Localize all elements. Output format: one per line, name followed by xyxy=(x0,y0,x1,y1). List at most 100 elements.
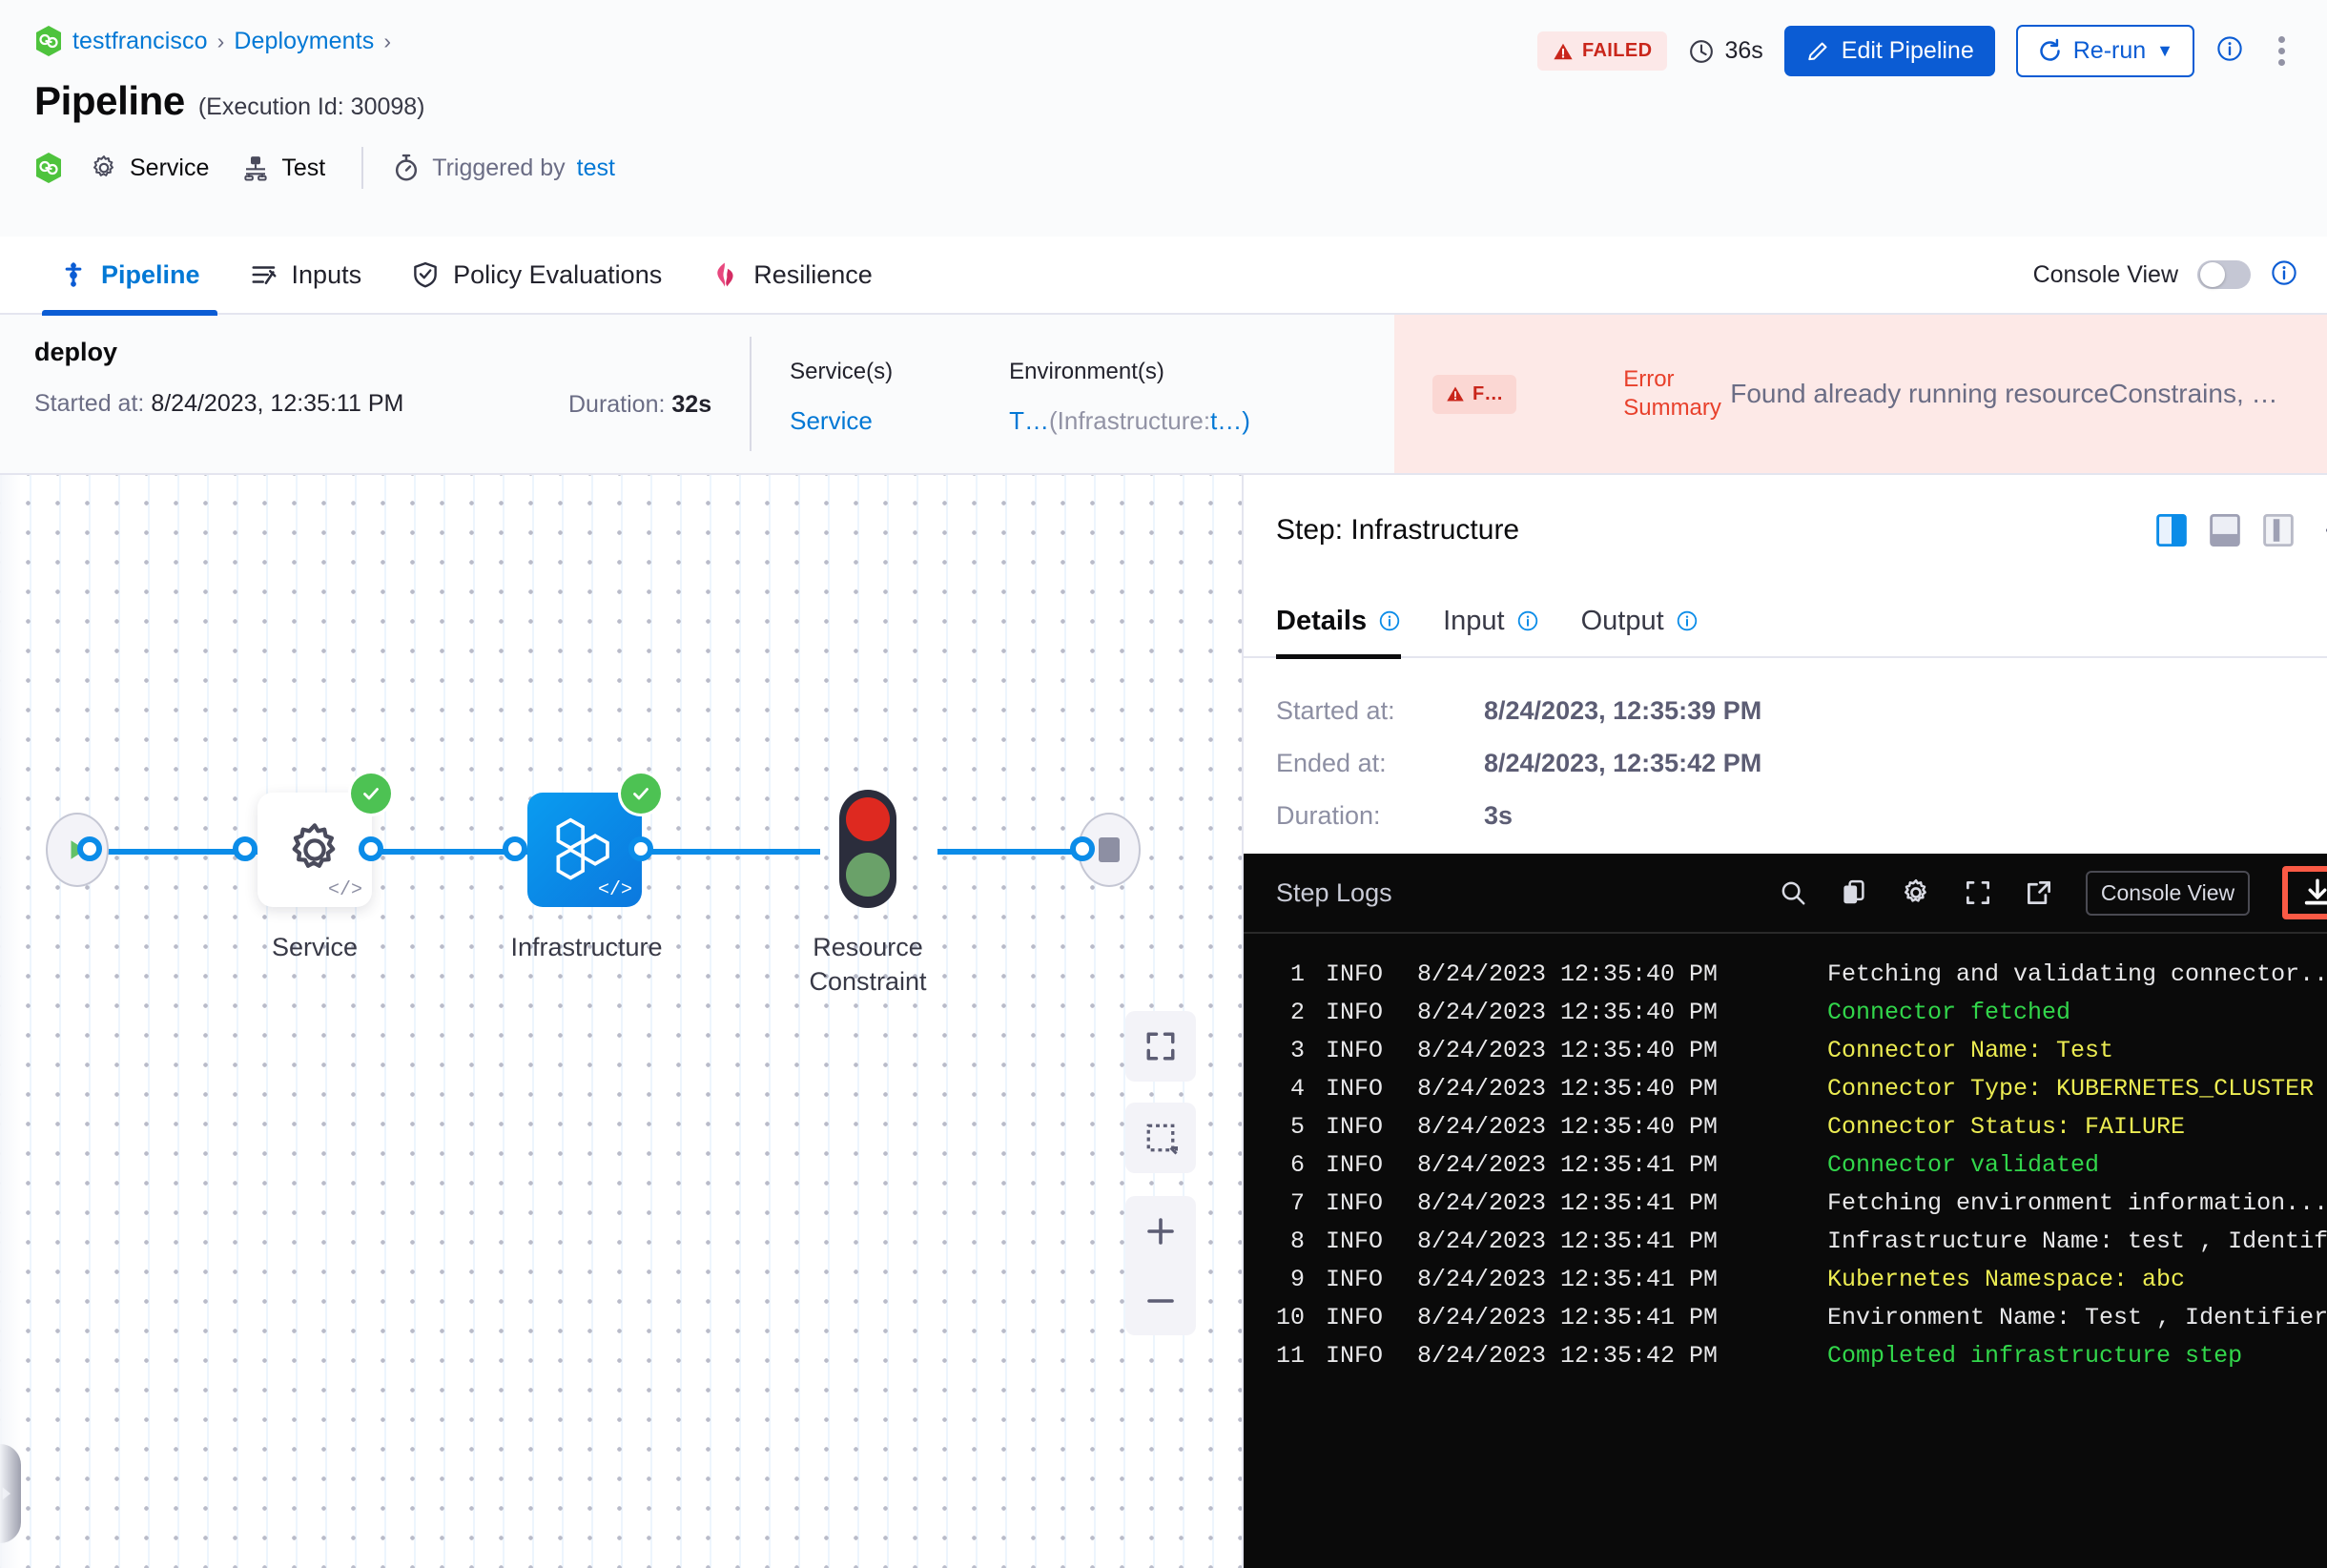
rerun-caret-icon: ▼ xyxy=(2156,41,2173,60)
breadcrumb-item-account[interactable]: testfrancisco xyxy=(72,27,208,54)
log-message: Infrastructure Name: test , Identifier: xyxy=(1827,1227,2327,1255)
step-tab-output[interactable]: Output xyxy=(1581,585,1699,657)
port-service-out xyxy=(359,836,383,861)
main-area: </> Service </> xyxy=(0,475,2327,1568)
stage-error-badge: F… xyxy=(1432,374,1517,414)
log-line-number: 2 xyxy=(1289,998,1305,1026)
zoom-out-button[interactable] xyxy=(1125,1266,1196,1335)
panel-right-icon[interactable] xyxy=(2156,514,2187,547)
info-icon[interactable] xyxy=(1516,609,1539,632)
selection-box-button[interactable] xyxy=(1125,1103,1196,1173)
canvas-node-service[interactable]: </> xyxy=(257,774,391,907)
step-tab-details[interactable]: Details xyxy=(1276,585,1402,659)
download-logs-button[interactable] xyxy=(2282,866,2327,919)
detail-row: Ended at: 8/24/2023, 12:35:42 PM xyxy=(1276,749,2327,778)
title-row: Pipeline (Execution Id: 30098) xyxy=(34,78,2293,124)
environments-value[interactable]: T…(Infrastructure:t…) xyxy=(1009,406,1250,436)
step-logs-toolbar-icons: Console View xyxy=(1779,866,2327,919)
rerun-label: Re-run xyxy=(2072,37,2147,64)
pipeline-canvas[interactable]: </> Service </> xyxy=(0,475,1242,1568)
panel-bottom-icon[interactable] xyxy=(2210,514,2240,547)
canvas-node-resource-constraint-label: Resource Constraint xyxy=(809,933,927,996)
console-view-switch[interactable] xyxy=(2197,260,2251,289)
info-icon[interactable] xyxy=(1378,609,1401,632)
service-status-success-icon xyxy=(351,774,391,814)
traffic-light-green-lamp xyxy=(846,853,890,897)
triggered-by-user[interactable]: test xyxy=(576,154,615,181)
services-value[interactable]: Service xyxy=(790,406,873,435)
step-details-list: Started at: 8/24/2023, 12:35:39 PM Ended… xyxy=(1244,658,2327,854)
step-panel-title: Step: Infrastructure xyxy=(1276,514,1520,546)
breadcrumb: testfrancisco › Deployments › xyxy=(34,25,2293,57)
page-title: Pipeline xyxy=(34,78,185,123)
log-line-number: 4 xyxy=(1289,1074,1305,1103)
tab-resilience[interactable]: Resilience xyxy=(687,236,897,314)
tab-pipeline-label: Pipeline xyxy=(101,259,200,289)
log-line: 1 INFO 8/24/2023 12:35:40 PM Fetching an… xyxy=(1244,955,2327,993)
edit-pipeline-label: Edit Pipeline xyxy=(1841,37,1974,64)
canvas-node-resource-constraint[interactable] xyxy=(839,790,896,908)
log-line: 9 INFO 8/24/2023 12:35:41 PM Kubernetes … xyxy=(1244,1260,2327,1298)
log-level: INFO xyxy=(1326,1150,1384,1179)
harness-logo-icon xyxy=(36,26,61,56)
traffic-light-red-lamp xyxy=(846,797,890,841)
port-infrastructure-in xyxy=(503,836,527,861)
fullscreen-icon[interactable] xyxy=(1964,878,1992,907)
meta-service[interactable]: Service xyxy=(90,154,209,182)
tab-inputs[interactable]: Inputs xyxy=(225,236,387,314)
meta-environment[interactable]: Test xyxy=(241,154,325,182)
stage-duration: Duration: 32s xyxy=(568,391,711,450)
logs-console-view-button[interactable]: Console View xyxy=(2085,870,2251,916)
canvas-node-infrastructure[interactable]: </> xyxy=(527,774,661,907)
console-view-info-icon[interactable] xyxy=(2270,258,2298,292)
dashed-select-icon xyxy=(1146,1124,1178,1155)
rerun-info-icon[interactable] xyxy=(2215,34,2244,68)
fit-to-screen-button[interactable] xyxy=(1125,1011,1196,1082)
tab-pipeline[interactable]: Pipeline xyxy=(34,236,225,316)
stage-summary-bar: deploy Started at: 8/24/2023, 12:35:11 P… xyxy=(0,315,2327,475)
page-header: testfrancisco › Deployments › Pipeline (… xyxy=(0,0,2327,237)
log-level: INFO xyxy=(1326,1188,1384,1217)
port-service-in xyxy=(233,836,257,861)
breadcrumb-item-deployments[interactable]: Deployments xyxy=(234,27,375,54)
detail-value: 8/24/2023, 12:35:39 PM xyxy=(1484,696,1762,725)
search-icon[interactable] xyxy=(1779,878,1807,907)
step-detail-panel: Step: Infrastructure xyxy=(1242,475,2327,1568)
minus-icon xyxy=(1147,1298,1174,1303)
breadcrumb-separator: › xyxy=(216,28,225,53)
step-tab-details-label: Details xyxy=(1276,605,1368,636)
info-icon[interactable] xyxy=(1676,609,1699,632)
warning-triangle-icon xyxy=(1554,43,1573,59)
port-infrastructure-out xyxy=(628,836,653,861)
log-line-number: 3 xyxy=(1289,1036,1305,1064)
log-level: INFO xyxy=(1326,1265,1384,1293)
step-logs-panel: Step Logs xyxy=(1244,854,2327,1568)
panel-full-icon[interactable] xyxy=(2263,514,2294,547)
stage-started-label: Started at: xyxy=(34,390,145,417)
more-options-button[interactable] xyxy=(2265,31,2298,72)
collapse-sidebar-handle[interactable] xyxy=(0,1444,21,1543)
environments-label: Environment(s) xyxy=(1009,359,1164,384)
status-badge: FAILED xyxy=(1536,31,1668,71)
step-logs-body[interactable]: 1 INFO 8/24/2023 12:35:40 PM Fetching an… xyxy=(1244,934,2327,1568)
step-tab-input[interactable]: Input xyxy=(1443,585,1539,657)
open-external-icon[interactable] xyxy=(2025,878,2053,907)
tab-policy-evaluations-label: Policy Evaluations xyxy=(453,259,663,289)
header-actions: FAILED 36s Edit Pipeline xyxy=(1536,25,2298,77)
rerun-button[interactable]: Re-run ▼ xyxy=(2015,25,2194,77)
copy-icon[interactable] xyxy=(1840,878,1868,907)
tab-policy-evaluations[interactable]: Policy Evaluations xyxy=(386,236,687,314)
zoom-in-button[interactable] xyxy=(1125,1196,1196,1266)
edge-resource-end xyxy=(937,849,1100,855)
stage-error-summary: F… Error Summary Found already running r… xyxy=(1394,315,2327,473)
log-timestamp: 8/24/2023 12:35:41 PM xyxy=(1417,1227,1719,1255)
breadcrumb-separator-2: › xyxy=(383,28,391,53)
edit-pipeline-button[interactable]: Edit Pipeline xyxy=(1783,26,1995,76)
gear-icon xyxy=(93,155,113,176)
environments-value-prefix: T… xyxy=(1009,406,1050,435)
resilience-icon xyxy=(717,262,733,287)
meta-service-label: Service xyxy=(130,154,210,181)
log-message: Connector Type: KUBERNETES_CLUSTER xyxy=(1827,1074,2315,1103)
gear-icon[interactable] xyxy=(1901,877,1931,908)
stage-error-badge-label: F… xyxy=(1472,382,1504,404)
